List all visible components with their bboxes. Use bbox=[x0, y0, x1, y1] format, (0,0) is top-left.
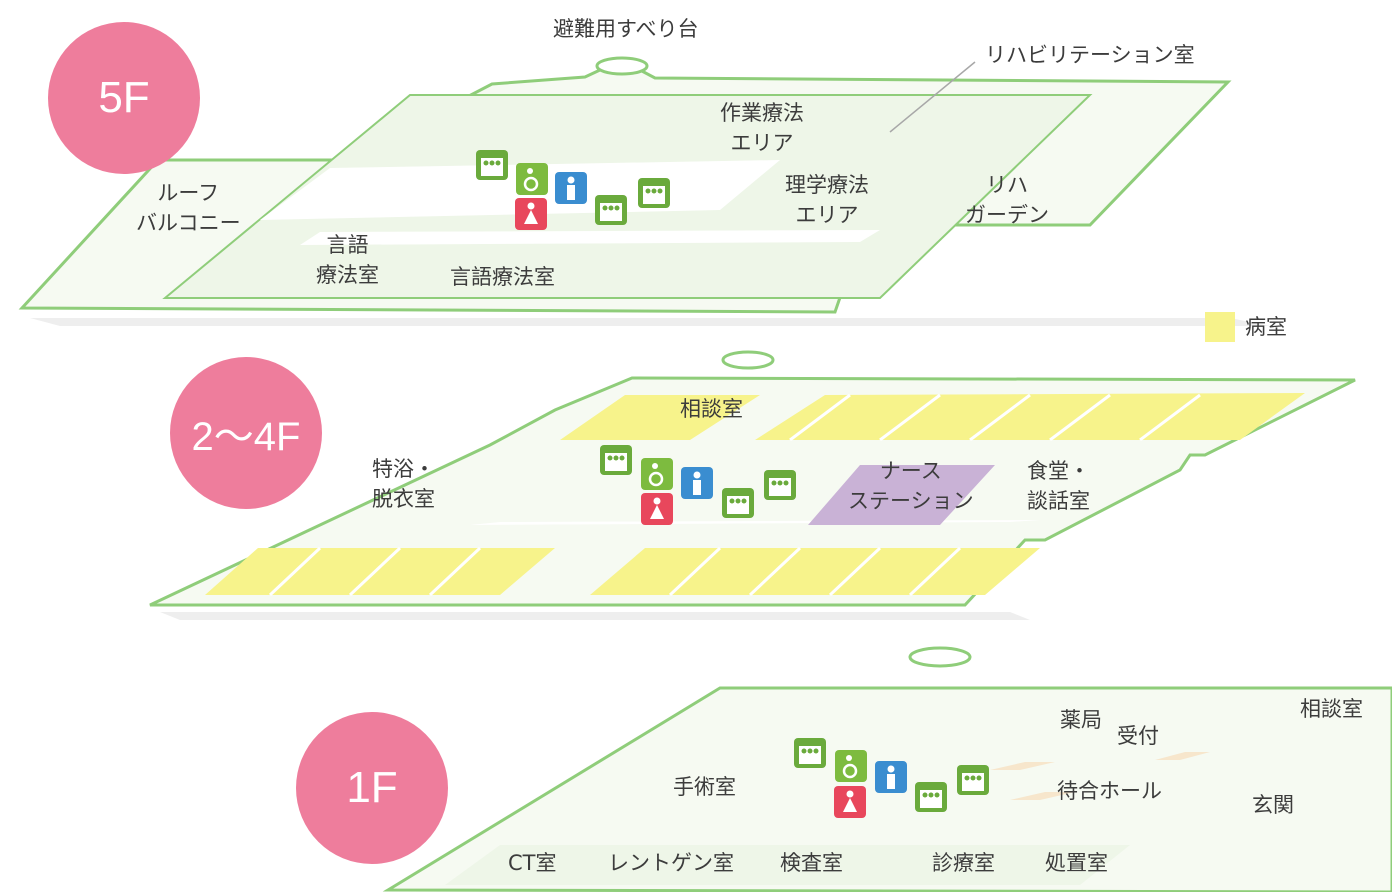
label-nurse-station: ナース ステーション bbox=[848, 459, 974, 513]
label-roof-balcony: ルーフ バルコニー bbox=[136, 181, 241, 235]
elevator-icon bbox=[915, 782, 947, 812]
floor-2-4f bbox=[149, 350, 1356, 620]
womens-toilet-icon bbox=[641, 493, 673, 525]
elevator-icon bbox=[764, 470, 796, 500]
icons-2-4f bbox=[600, 445, 796, 525]
elevator-icon bbox=[595, 195, 627, 225]
label-consult-1f: 相談室 bbox=[1300, 697, 1363, 721]
label-consult-2-4f: 相談室 bbox=[680, 397, 743, 421]
label-ct: CT室 bbox=[508, 851, 557, 875]
label-slide: 避難用すべり台 bbox=[553, 17, 699, 41]
legend-ward-label: 病室 bbox=[1245, 315, 1287, 339]
mens-toilet-icon bbox=[681, 467, 713, 499]
label-pt-area: 理学療法 エリア bbox=[785, 173, 869, 227]
nurse-station-area bbox=[808, 465, 995, 525]
label-speech-room-a: 言語 療法室 bbox=[316, 233, 379, 287]
ward-room bbox=[560, 395, 760, 440]
floor-badge-5f: 5F bbox=[48, 22, 200, 174]
label-dining: 食堂・ 談話室 bbox=[1027, 459, 1090, 513]
floor-badge-1f: 1F bbox=[296, 712, 448, 864]
floor-badge-2-4f: 2〜4F bbox=[170, 357, 322, 509]
label-xray: レントゲン室 bbox=[608, 851, 734, 875]
label-treatment: 処置室 bbox=[1045, 851, 1108, 875]
ward-dividers bbox=[268, 393, 1201, 597]
elevator-icon bbox=[722, 488, 754, 518]
floor-5f-shadow bbox=[30, 318, 1270, 326]
womens-toilet-icon bbox=[834, 786, 866, 818]
icons-5f bbox=[476, 150, 670, 230]
wheelchair-toilet-icon bbox=[516, 163, 548, 195]
label-surgery: 手術室 bbox=[673, 775, 736, 799]
label-rehab-room: リハビリテーション室 bbox=[985, 43, 1195, 67]
waiting-bench bbox=[990, 762, 1055, 770]
elevator-icon bbox=[476, 150, 508, 180]
mens-toilet-icon bbox=[875, 761, 907, 793]
wheelchair-toilet-icon bbox=[835, 750, 867, 782]
waiting-bench bbox=[1010, 792, 1075, 800]
slide-icon bbox=[595, 56, 649, 76]
label-ot-area: 作業療法 エリア bbox=[720, 101, 804, 155]
elevator-icon bbox=[638, 178, 670, 208]
label-speech-room-b: 言語療法室 bbox=[450, 265, 555, 289]
floor-1f-bottom-rooms bbox=[445, 845, 1130, 885]
reception-counter bbox=[1155, 752, 1210, 760]
label-clinic: 診療室 bbox=[932, 851, 995, 875]
slide-icon bbox=[908, 646, 972, 668]
ward-room bbox=[755, 393, 1305, 440]
label-bath: 特浴・ 脱衣室 bbox=[372, 457, 435, 511]
elevator-icon bbox=[794, 738, 826, 768]
icons-1f bbox=[794, 738, 989, 818]
ward-room bbox=[205, 548, 555, 595]
label-reception: 受付 bbox=[1117, 724, 1159, 748]
womens-toilet-icon bbox=[515, 198, 547, 230]
floor-5f-corridor-b bbox=[300, 230, 880, 245]
leader-line-rehab bbox=[889, 61, 976, 133]
mens-toilet-icon bbox=[555, 172, 587, 204]
label-exam: 検査室 bbox=[780, 851, 843, 875]
slide-icon bbox=[721, 350, 775, 370]
legend-ward-swatch bbox=[1205, 312, 1235, 342]
wheelchair-toilet-icon bbox=[641, 458, 673, 490]
elevator-icon bbox=[957, 765, 989, 795]
label-entrance: 玄関 bbox=[1252, 793, 1294, 817]
label-pharmacy: 薬局 bbox=[1060, 708, 1102, 732]
label-rehab-garden: リハ ガーデン bbox=[965, 173, 1049, 227]
elevator-icon bbox=[600, 445, 632, 475]
label-waiting: 待合ホール bbox=[1057, 779, 1162, 803]
ward-room bbox=[590, 548, 1040, 595]
floor-2-4f-shadow bbox=[160, 612, 1030, 620]
